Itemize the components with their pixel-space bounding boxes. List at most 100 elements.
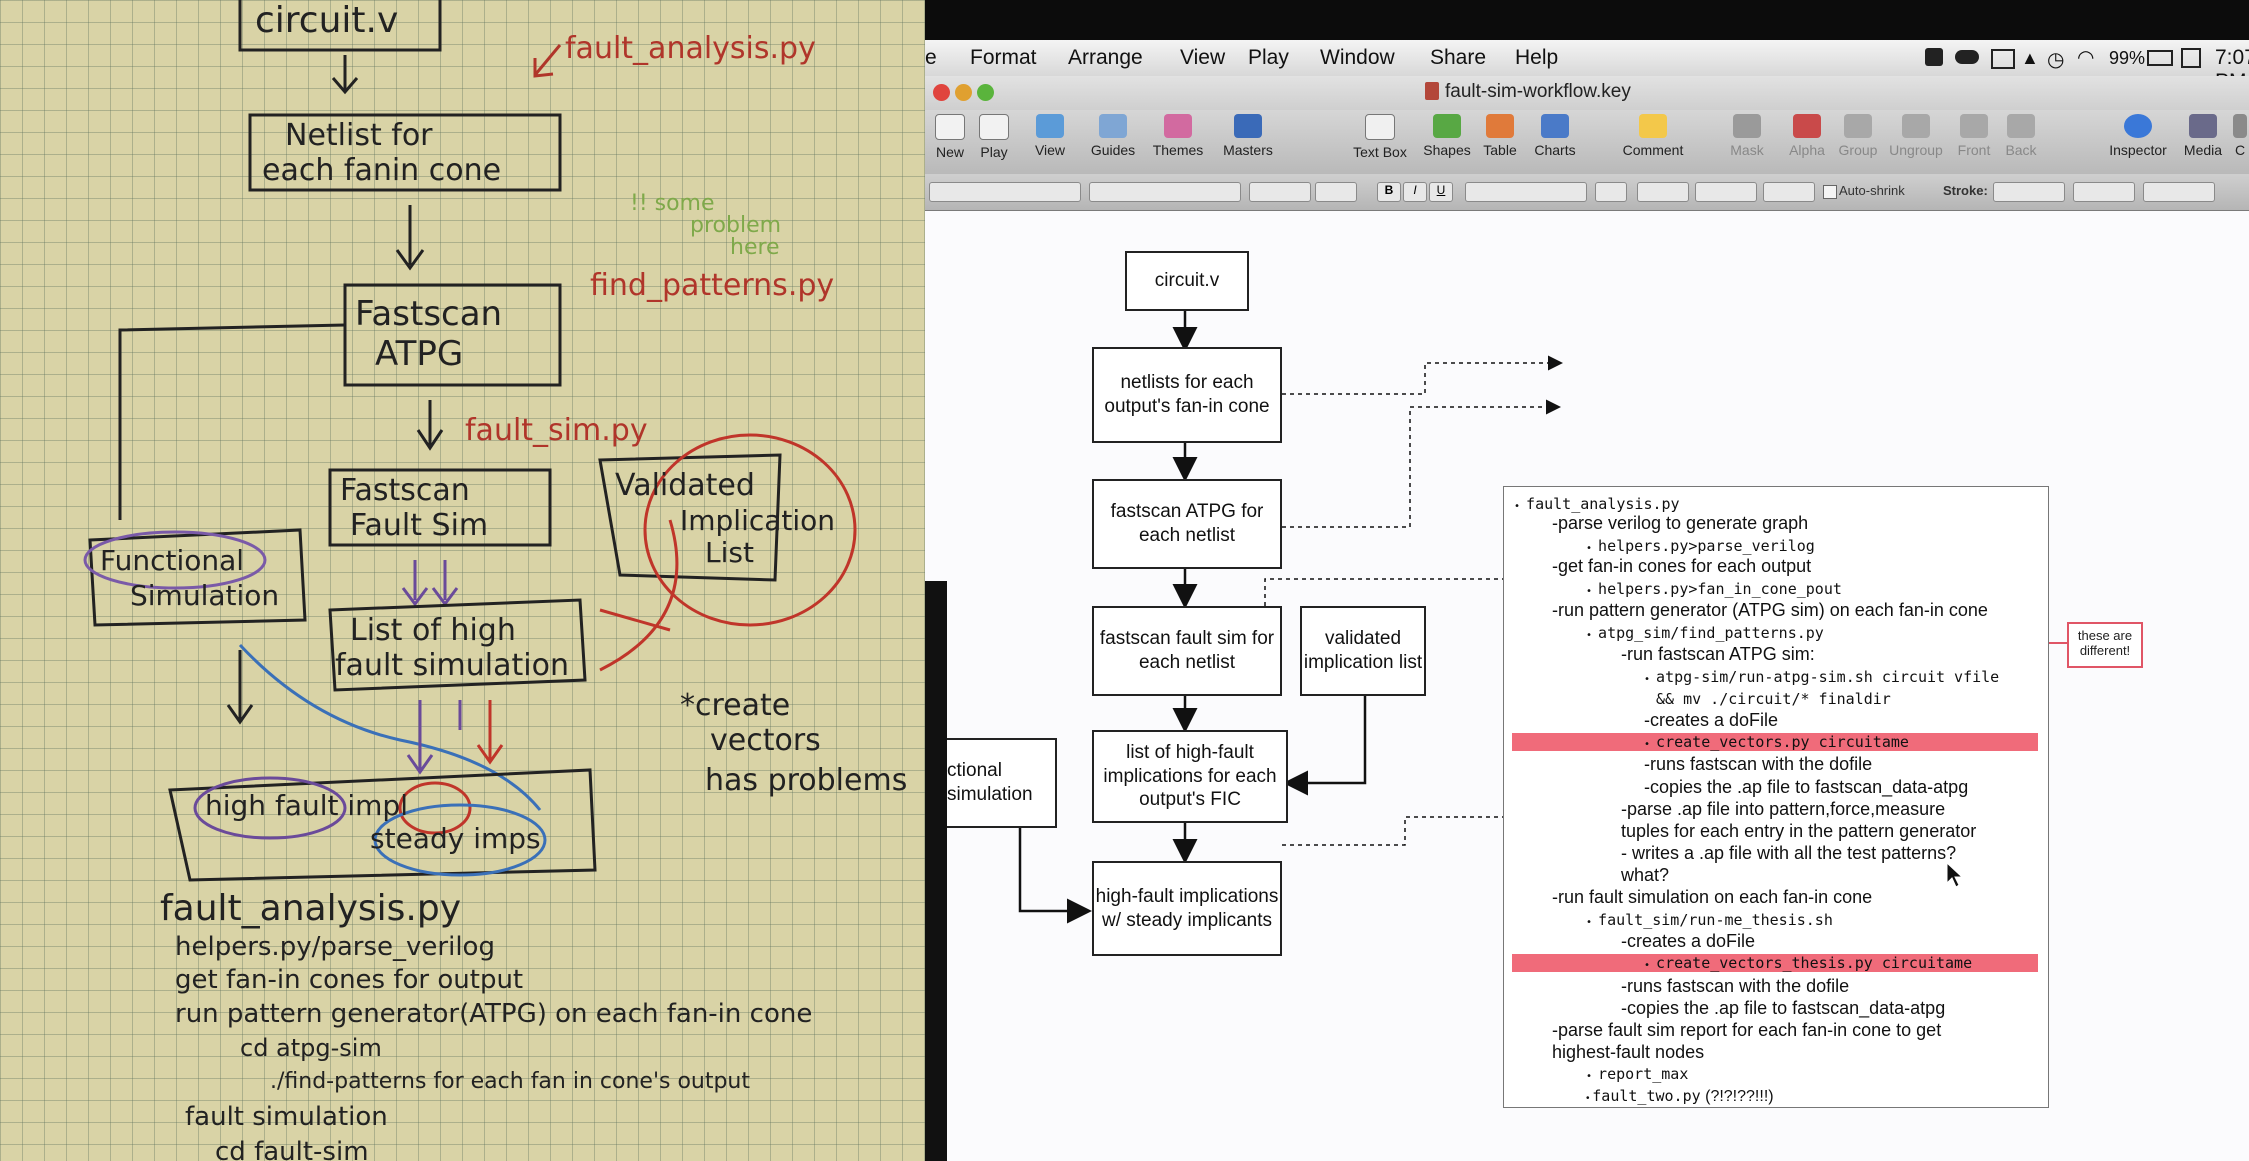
outline-line: • atpg_sim/find_patterns.py — [1586, 624, 1824, 642]
toolbar-themes-button[interactable]: Themes — [1147, 114, 1209, 158]
time-machine-icon[interactable]: ◷ — [2047, 49, 2065, 71]
toolbar: New Play View Guides Themes Masters Text… — [925, 110, 2249, 174]
menu-window[interactable]: Window — [1320, 46, 1395, 69]
align-buttons[interactable] — [1465, 182, 1587, 202]
box-fault-sim[interactable]: fastscan fault sim for each netlist — [1092, 606, 1282, 696]
menu-format[interactable]: Format — [970, 46, 1037, 69]
outline-line: • fault_analysis.py — [1514, 495, 1680, 513]
input-menu-icon[interactable] — [2181, 48, 2201, 68]
toolbar-shapes-button[interactable]: Shapes — [1419, 114, 1475, 158]
minimize-button[interactable] — [955, 84, 972, 101]
toolbar-ungroup-button[interactable]: Ungroup — [1885, 114, 1947, 158]
different-note[interactable]: these are different! — [2067, 622, 2143, 668]
font-color-well[interactable] — [1315, 182, 1357, 202]
line-spacing-popup[interactable] — [1637, 182, 1689, 202]
dropbox-icon[interactable] — [1925, 48, 1943, 66]
nb-find-patterns: find_patterns.py — [590, 268, 834, 303]
nb-blue-line — [238, 643, 542, 811]
toolbar-new-button[interactable]: New — [929, 114, 971, 160]
menu-share[interactable]: Share — [1430, 46, 1487, 69]
toolbar-colors-button[interactable]: C — [2231, 114, 2249, 158]
cloud-icon[interactable] — [1955, 50, 1979, 64]
toolbar-mask-button[interactable]: Mask — [1725, 114, 1769, 158]
wifi-icon[interactable]: ◠ — [2077, 47, 2095, 69]
svg-text:cd atpg-sim: cd atpg-sim — [240, 1034, 382, 1062]
stroke-width-popup[interactable] — [2073, 182, 2135, 202]
slide-canvas[interactable]: circuit.v netlists for each output's fan… — [925, 211, 2249, 1161]
charts-icon — [1541, 114, 1569, 138]
toolbar-label: Guides — [1090, 142, 1136, 158]
bell-icon[interactable]: ▲ — [2021, 48, 2039, 68]
menu-help[interactable]: Help — [1515, 46, 1559, 69]
toolbar-back-button[interactable]: Back — [1999, 114, 2043, 158]
italic-button[interactable]: I — [1403, 182, 1427, 202]
outline-highlight-create-vectors: • create_vectors.py circuitame — [1512, 733, 2038, 751]
box-circuit[interactable]: circuit.v — [1125, 251, 1249, 311]
dash-atpg-run — [1282, 399, 1561, 528]
menu-arrange[interactable]: Arrange — [1068, 46, 1143, 69]
masters-icon — [1234, 114, 1262, 138]
outline-box[interactable]: • fault_analysis.py -parse verilog to ge… — [1503, 486, 2049, 1108]
svg-text:./find-patterns for each fan i: ./find-patterns for each fan in cone's o… — [270, 1069, 750, 1094]
box-functional[interactable]: ctional simulation — [947, 738, 1057, 828]
nb-arrow-mid — [406, 700, 462, 775]
underline-button[interactable]: U — [1429, 182, 1453, 202]
screen-edge — [925, 581, 947, 1161]
box-high-fault[interactable]: high-fault implications w/ steady implic… — [1092, 861, 1282, 956]
valign-button[interactable] — [1595, 182, 1627, 202]
font-family-popup[interactable] — [1089, 182, 1241, 202]
menu-view[interactable]: View — [1180, 46, 1226, 69]
toolbar-inspector-button[interactable]: Inspector — [2103, 114, 2173, 158]
font-size-popup[interactable] — [1249, 182, 1311, 202]
toolbar-alpha-button[interactable]: Alpha — [1785, 114, 1829, 158]
box-atpg[interactable]: fastscan ATPG for each netlist — [1092, 479, 1282, 569]
columns-popup[interactable] — [1695, 182, 1757, 202]
svg-text:Validated: Validated — [615, 468, 755, 503]
svg-text:fault simulation: fault simulation — [335, 648, 569, 683]
outline-line: -creates a doFile — [1644, 710, 1779, 730]
toolbar-table-button[interactable]: Table — [1477, 114, 1523, 158]
toolbar-masters-button[interactable]: Masters — [1215, 114, 1281, 158]
style-popup[interactable] — [929, 182, 1081, 202]
nb-left-line — [118, 323, 346, 520]
toolbar-play-button[interactable]: Play — [973, 114, 1015, 160]
dash-list-parse — [1282, 809, 1546, 846]
svg-text:Implication: Implication — [680, 504, 835, 537]
toolbar-textbox-button[interactable]: Text Box — [1345, 114, 1415, 160]
stroke-color-popup[interactable] — [2143, 182, 2215, 202]
toolbar-media-button[interactable]: Media — [2179, 114, 2227, 158]
close-button[interactable] — [933, 84, 950, 101]
svg-text:has problems: has problems — [705, 763, 907, 798]
toolbar-front-button[interactable]: Front — [1951, 114, 1997, 158]
toolbar-label: View — [1034, 142, 1066, 158]
svg-text:ATPG: ATPG — [375, 334, 463, 374]
toolbar-charts-button[interactable]: Charts — [1529, 114, 1581, 158]
group-icon — [1844, 114, 1872, 138]
toolbar-group-button[interactable]: Group — [1835, 114, 1881, 158]
toolbar-label: New — [935, 144, 964, 160]
nb-faultsim-box: Fastscan Fault Sim — [328, 468, 552, 547]
autoshrink-checkbox[interactable] — [1823, 185, 1837, 199]
outline-line: -parse .ap file into pattern,force,measu… — [1621, 799, 1946, 819]
stroke-style-popup[interactable] — [1993, 182, 2065, 202]
toolbar-view-button[interactable]: View — [1025, 114, 1075, 158]
bold-button[interactable]: B — [1377, 182, 1401, 202]
menu-play[interactable]: Play — [1248, 46, 1289, 69]
toolbar-label: Shapes — [1423, 142, 1471, 158]
box-list-high[interactable]: list of high-fault implications for each… — [1092, 730, 1288, 823]
toolbar-comment-button[interactable]: Comment — [1615, 114, 1691, 158]
toolbar-guides-button[interactable]: Guides — [1083, 114, 1143, 158]
toolbar-label: Play — [980, 144, 1008, 160]
zoom-button[interactable] — [977, 84, 994, 101]
svg-text:run pattern generator(ATPG) on: run pattern generator(ATPG) on each fan-… — [175, 999, 812, 1029]
monitor-icon[interactable] — [1991, 49, 2015, 69]
menu-bar: e Format Arrange View Play Window Share … — [925, 40, 2249, 93]
box-netlists[interactable]: netlists for each output's fan-in cone — [1092, 347, 1282, 443]
menu-edit[interactable]: e — [925, 46, 937, 69]
outline-line: && mv ./circuit/* finaldir — [1656, 690, 1891, 708]
list-popup[interactable] — [1763, 182, 1815, 202]
box-validated[interactable]: validated implication list — [1300, 606, 1426, 696]
outline-line: -run fastscan ATPG sim: — [1621, 644, 1815, 664]
battery-percent[interactable]: 99% — [2109, 48, 2146, 68]
nb-arrow-red — [476, 700, 504, 765]
